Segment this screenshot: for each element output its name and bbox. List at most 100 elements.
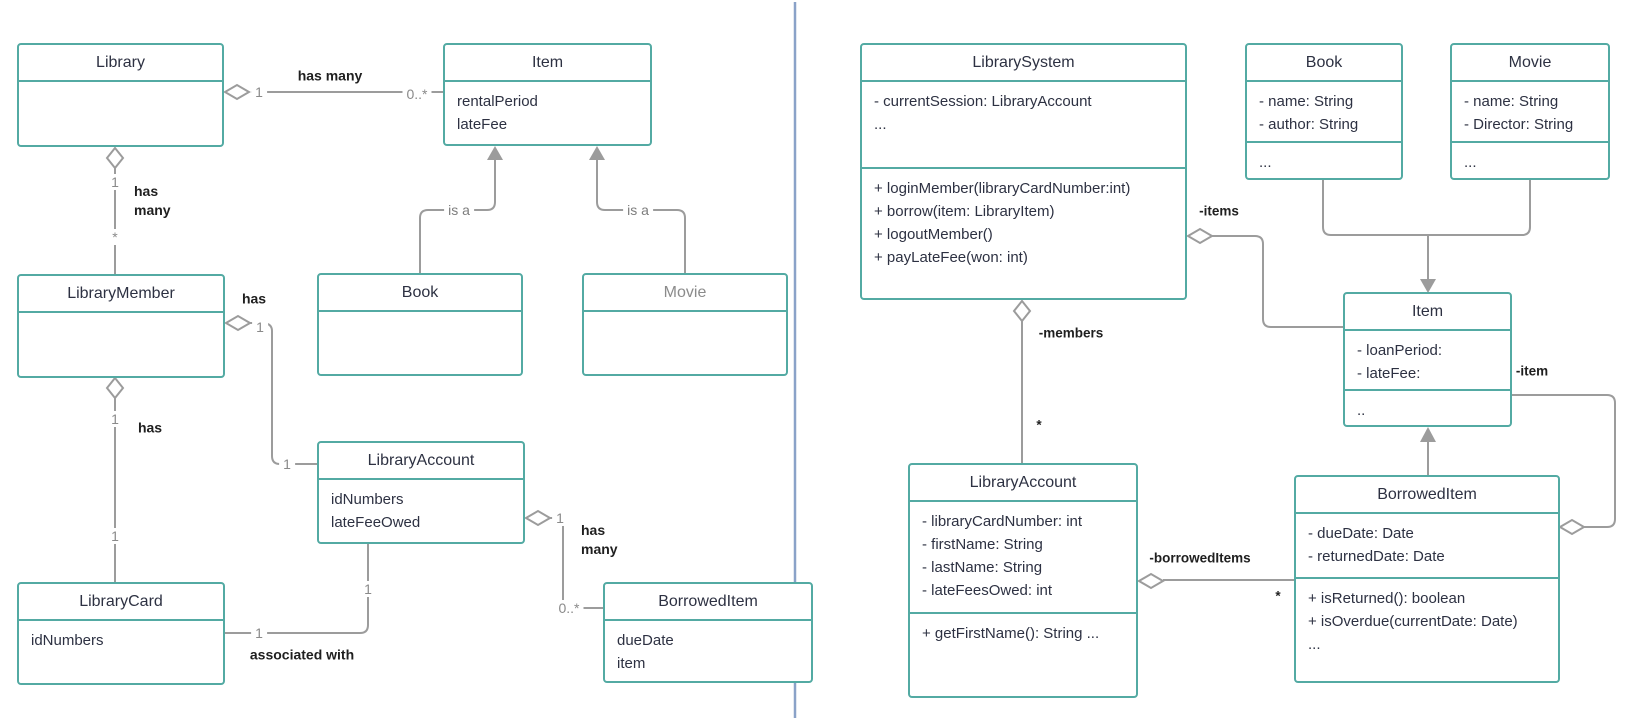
attribute: dueDate — [617, 632, 674, 649]
attribute: - libraryCardNumber: int — [922, 513, 1083, 530]
role-label-borrowed-items[interactable]: -borrowedItems — [1149, 550, 1251, 566]
class-methods: ... — [1247, 141, 1401, 178]
edge-member-account — [250, 322, 317, 465]
multiplicity-label[interactable]: 1 — [251, 84, 267, 100]
uml-class-librarymember[interactable]: LibraryMember — [17, 274, 225, 378]
multiplicity-label[interactable]: 1 — [107, 528, 123, 544]
method: .. — [1357, 402, 1366, 419]
role-label-members[interactable]: -members — [1038, 325, 1104, 341]
arrowhead-up — [1420, 427, 1436, 442]
uml-class-item-right[interactable]: Item - loanPeriod: - lateFee: .. — [1343, 292, 1512, 427]
edge-book-item — [1322, 180, 1428, 236]
aggregation-diamond — [105, 146, 125, 170]
uml-class-borroweditem-left[interactable]: BorrowedItem dueDate item — [603, 582, 813, 683]
class-title: Item — [1345, 294, 1510, 331]
multiplicity-label[interactable]: 1 — [279, 456, 295, 472]
class-attributes: - name: String - Director: String — [1452, 82, 1608, 141]
multiplicity-label[interactable]: 1 — [552, 510, 568, 526]
attribute: idNumbers — [31, 632, 104, 649]
edge-system-items — [1212, 235, 1343, 328]
aggregation-diamond — [1137, 572, 1165, 590]
attribute: - currentSession: LibraryAccount — [874, 93, 1092, 110]
aggregation-diamond — [1012, 299, 1032, 323]
multiplicity-label[interactable]: 1 — [251, 625, 267, 641]
association-label-is-a[interactable]: is a — [444, 202, 474, 218]
uml-class-item-left[interactable]: Item rentalPeriod lateFee — [443, 43, 652, 146]
attribute: - Director: String — [1464, 116, 1574, 133]
method: ... — [1308, 636, 1321, 653]
attribute: - lastName: String — [922, 559, 1043, 576]
multiplicity-label[interactable]: 1 — [107, 174, 123, 190]
attribute: - name: String — [1259, 93, 1354, 110]
attribute: - loanPeriod: — [1357, 342, 1443, 359]
class-title: Book — [319, 275, 521, 312]
class-title: Library — [19, 45, 222, 82]
uml-class-borroweditem-right[interactable]: BorrowedItem - dueDate: Date - returnedD… — [1294, 475, 1560, 683]
attribute: - name: String — [1464, 93, 1559, 110]
multiplicity-label[interactable]: 0..* — [554, 600, 584, 616]
class-title: Book — [1247, 45, 1401, 82]
arrowhead-up — [487, 146, 503, 160]
arrowhead-down — [1420, 279, 1436, 293]
uml-class-book-right[interactable]: Book - name: String - author: String ... — [1245, 43, 1403, 180]
attribute: - firstName: String — [922, 536, 1043, 553]
class-body — [19, 313, 223, 376]
role-label-item[interactable]: -item — [1515, 363, 1549, 379]
uml-class-book-left[interactable]: Book — [317, 273, 523, 376]
class-title: Movie — [1452, 45, 1608, 82]
class-body — [319, 312, 521, 374]
aggregation-diamond — [223, 83, 251, 101]
class-body: dueDate item — [605, 621, 811, 681]
attribute: rentalPeriod — [457, 93, 538, 110]
class-attributes: - loanPeriod: - lateFee: — [1345, 331, 1510, 389]
multiplicity-label[interactable]: 1 — [107, 411, 123, 427]
class-title: BorrowedItem — [1296, 477, 1558, 514]
uml-class-library[interactable]: Library — [17, 43, 224, 147]
attribute: - author: String — [1259, 116, 1359, 133]
uml-class-movie-right[interactable]: Movie - name: String - Director: String … — [1450, 43, 1610, 180]
association-label-is-a[interactable]: is a — [623, 202, 653, 218]
multiplicity-label[interactable]: 1 — [252, 319, 268, 335]
uml-class-librarysystem[interactable]: LibrarySystem - currentSession: LibraryA… — [860, 43, 1187, 300]
class-methods: + isReturned(): boolean + isOverdue(curr… — [1296, 577, 1558, 681]
edge-item-borrowed — [1512, 394, 1616, 528]
uml-class-librarycard[interactable]: LibraryCard idNumbers — [17, 582, 225, 685]
attribute: idNumbers — [331, 491, 404, 508]
method: + logoutMember() — [874, 226, 993, 243]
class-title: LibraryCard — [19, 584, 223, 621]
attribute: item — [617, 655, 646, 672]
edge-movie-item — [1428, 180, 1531, 236]
edge-card-account — [225, 544, 369, 634]
method: ... — [1464, 154, 1477, 171]
attribute: lateFeeOwed — [331, 514, 421, 531]
class-attributes: - libraryCardNumber: int - firstName: St… — [910, 502, 1136, 612]
class-attributes: - name: String - author: String — [1247, 82, 1401, 141]
class-attributes: - dueDate: Date - returnedDate: Date — [1296, 514, 1558, 577]
class-title: Item — [445, 45, 650, 82]
association-label-has-many[interactable]: has many — [297, 67, 363, 84]
attribute: - lateFee: — [1357, 365, 1421, 382]
uml-class-libraryaccount-right[interactable]: LibraryAccount - libraryCardNumber: int … — [908, 463, 1138, 698]
class-title: BorrowedItem — [605, 584, 811, 621]
uml-class-libraryaccount-left[interactable]: LibraryAccount idNumbers lateFeeOwed — [317, 441, 525, 544]
multiplicity-label[interactable]: * — [1036, 417, 1042, 433]
aggregation-diamond — [524, 509, 552, 527]
multiplicity-label[interactable]: * — [1275, 588, 1281, 604]
role-label-items[interactable]: -items — [1199, 203, 1239, 219]
class-title: LibraryMember — [19, 276, 223, 313]
uml-class-movie-left[interactable]: Movie — [582, 273, 788, 376]
association-label-has[interactable]: has — [137, 419, 163, 436]
multiplicity-label[interactable]: * — [108, 229, 122, 245]
multiplicity-label[interactable]: 1 — [360, 581, 376, 597]
method: + isOverdue(currentDate: Date) — [1308, 613, 1518, 630]
class-attributes: - currentSession: LibraryAccount ... — [862, 82, 1185, 167]
class-body: rentalPeriod lateFee — [445, 82, 650, 144]
association-label-has[interactable]: has — [241, 290, 267, 307]
association-label-associated-with[interactable]: associated with — [249, 646, 355, 663]
multiplicity-label[interactable]: 0..* — [402, 86, 432, 102]
class-methods: + getFirstName(): String ... — [910, 612, 1136, 696]
class-methods: + loginMember(libraryCardNumber:int) + b… — [862, 167, 1185, 298]
class-body: idNumbers lateFeeOwed — [319, 480, 523, 542]
